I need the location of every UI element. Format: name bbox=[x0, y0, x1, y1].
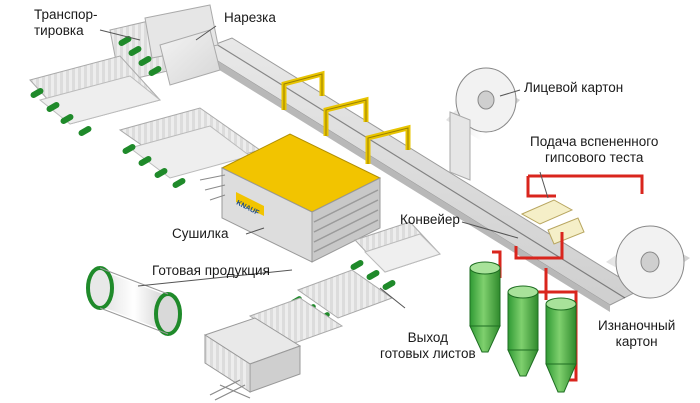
silo-1 bbox=[469, 261, 501, 353]
label-finished-products: Готовая продукция bbox=[152, 263, 270, 278]
finished-roll bbox=[86, 266, 182, 336]
face-cardboard-roll bbox=[446, 67, 520, 181]
sheet-conveyor-b bbox=[118, 107, 262, 179]
rollers-a bbox=[30, 88, 92, 136]
rollers-b bbox=[122, 144, 186, 188]
label-face-cardboard: Лицевой картон bbox=[524, 80, 624, 95]
gypsum-feed-box bbox=[520, 199, 585, 245]
finished-stack bbox=[203, 317, 302, 401]
label-dryer: Сушилка bbox=[172, 226, 229, 241]
label-gypsum-feed: Подача вспененного гипсового теста bbox=[530, 134, 659, 165]
label-back-cardboard: Изнаночный картон bbox=[598, 318, 676, 349]
label-conveyor: Конвейер bbox=[400, 212, 460, 227]
sheet-conveyor-a bbox=[29, 55, 162, 125]
exit-rollers bbox=[350, 260, 396, 290]
transport-sheets bbox=[109, 4, 221, 86]
back-cardboard-roll bbox=[606, 225, 690, 299]
transport-rollers bbox=[118, 35, 162, 76]
exit-sheets bbox=[354, 221, 441, 273]
label-sheets-exit: Выход готовых листов bbox=[380, 330, 476, 361]
dryer-feed-lines bbox=[199, 174, 226, 201]
silo-2 bbox=[507, 285, 539, 377]
dryer bbox=[220, 133, 382, 263]
silo-3 bbox=[545, 297, 577, 393]
label-transport: Транспор- тировка bbox=[34, 7, 98, 38]
label-cutting: Нарезка bbox=[224, 10, 276, 25]
leader-lines bbox=[99, 25, 549, 309]
